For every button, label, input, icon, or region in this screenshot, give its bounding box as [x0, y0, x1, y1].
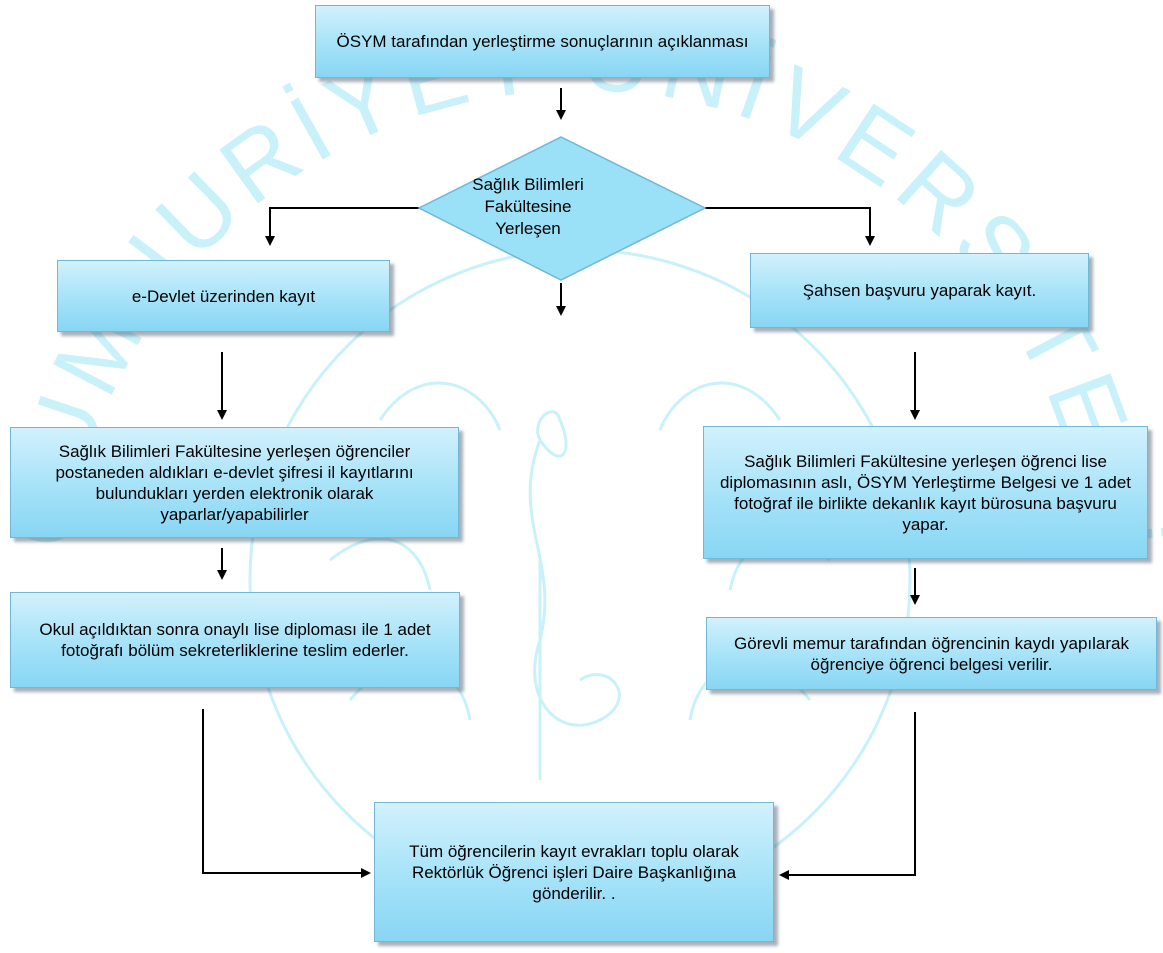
officer-registration-text: Görevli memur tarafından öğrencinin kayd…	[734, 633, 1129, 674]
in-person-detail-box: Sağlık Bilimleri Fakültesine yerleşen öğ…	[703, 426, 1148, 559]
edevlet-registration-box: e-Devlet üzerinden kayıt	[57, 260, 390, 332]
in-person-detail-text: Sağlık Bilimleri Fakültesine yerleşen öğ…	[719, 451, 1132, 534]
officer-registration-box: Görevli memur tarafından öğrencinin kayd…	[706, 617, 1157, 690]
arrow-school-to-final	[202, 709, 371, 878]
in-person-registration-text: Şahsen başvuru yaparak kayıt.	[802, 281, 1037, 300]
edevlet-detail-box: Sağlık Bilimleri Fakültesine yerleşen öğ…	[10, 427, 459, 538]
school-opening-text: Okul açıldıktan sonra onaylı lise diplom…	[39, 620, 431, 660]
edevlet-registration-text: e-Devlet üzerinden kayıt	[131, 286, 316, 306]
arrow-decision-to-in-person	[705, 207, 875, 246]
in-person-registration-box: Şahsen başvuru yaparak kayıt.	[750, 253, 1089, 328]
decision-label: Sağlık Bilimleri Fakültesine Yerleşen	[472, 175, 584, 238]
school-opening-box: Okul açıldıktan sonra onaylı lise diplom…	[10, 592, 460, 688]
final-step-box: Tüm öğrencilerin kayıt evrakları toplu o…	[374, 802, 774, 942]
arrow-decision-to-edevlet	[265, 207, 422, 246]
announcement-text: ÖSYM tarafından yerleştirme sonuçlarının…	[336, 32, 749, 51]
final-step-text: Tüm öğrencilerin kayıt evrakları toplu o…	[409, 841, 739, 903]
announcement-box: ÖSYM tarafından yerleştirme sonuçlarının…	[315, 5, 770, 78]
edevlet-detail-text: Sağlık Bilimleri Fakültesine yerleşen öğ…	[55, 441, 414, 524]
arrow-officer-to-final	[779, 712, 916, 880]
decision-diamond	[417, 136, 707, 281]
